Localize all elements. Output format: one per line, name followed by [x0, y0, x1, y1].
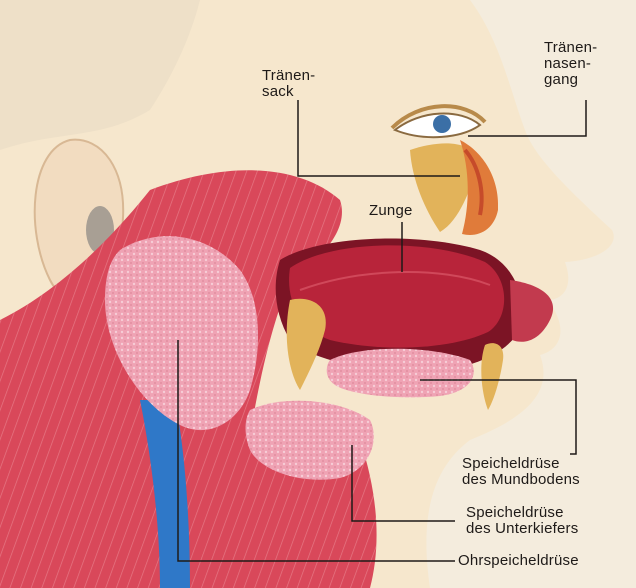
label-zunge: Zunge — [369, 203, 413, 219]
label-ohrspeicheldruese: Ohrspeicheldrüse — [458, 553, 579, 569]
label-speicheldruese-mundboden: Speicheldrüse des Mundbodens — [462, 456, 580, 488]
label-traenensack: Tränen- sack — [262, 68, 315, 100]
label-traenennasengang: Tränen- nasen- gang — [544, 40, 597, 88]
label-speicheldruese-unterkiefer: Speicheldrüse des Unterkiefers — [466, 505, 578, 537]
iris — [433, 115, 451, 133]
